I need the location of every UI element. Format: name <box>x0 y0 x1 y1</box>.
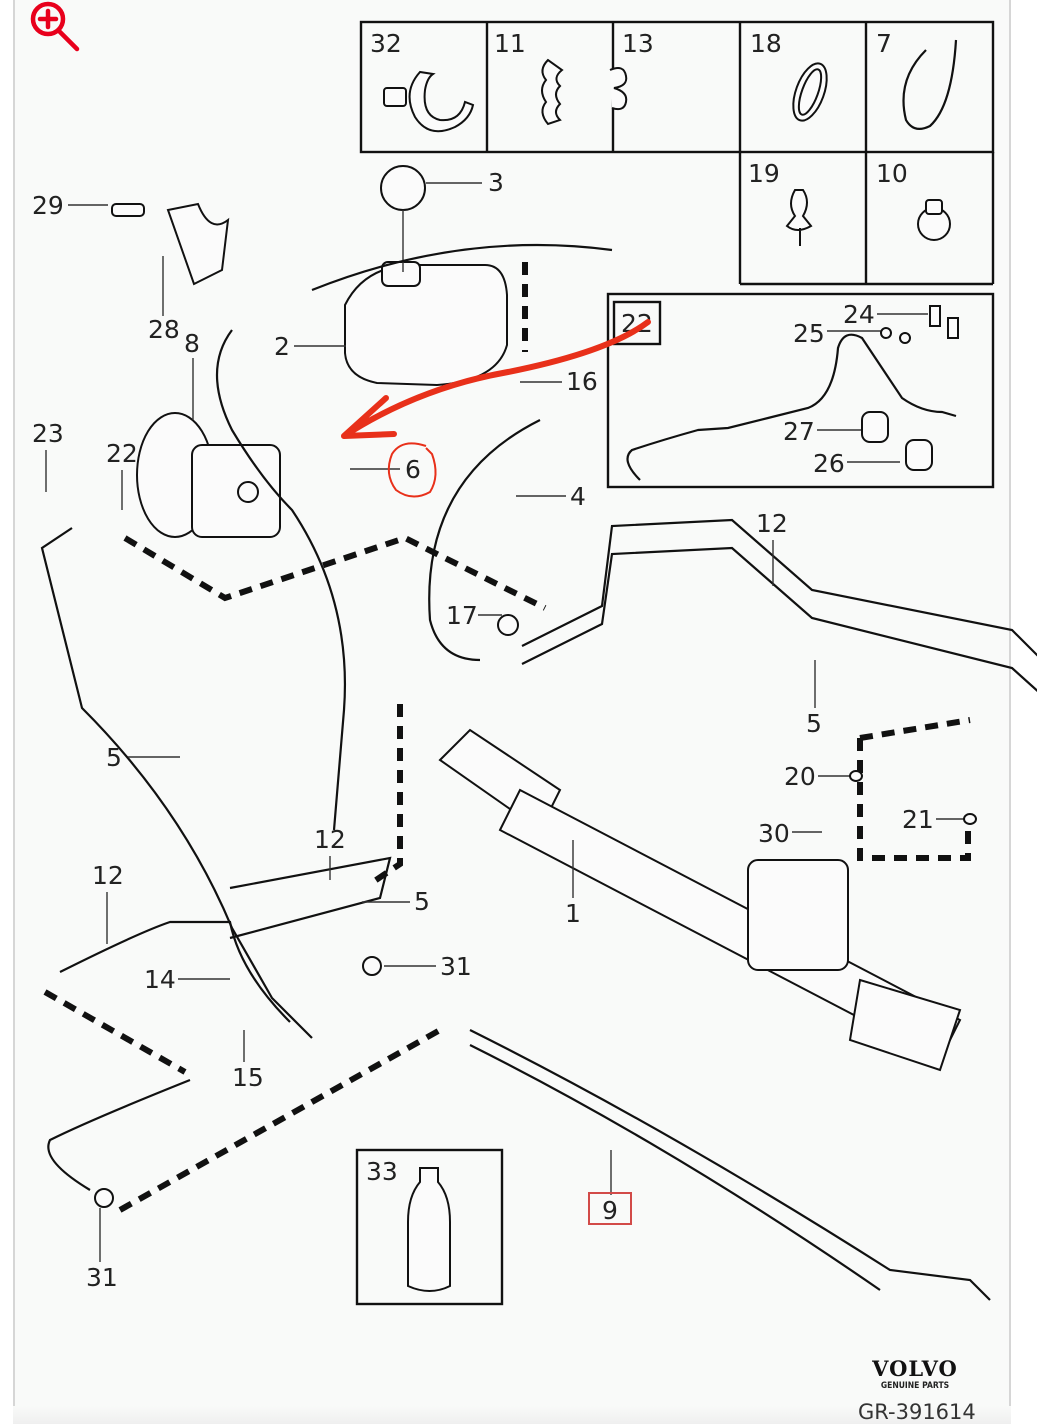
part-number: 11 <box>494 29 526 58</box>
cooler-9[interactable] <box>469 1029 991 1301</box>
part-number: 18 <box>750 29 782 58</box>
annotation-arrow <box>341 319 651 439</box>
part-number: 19 <box>748 159 780 188</box>
callout-27: 27 <box>783 417 815 446</box>
callouts: 3 29 28 8 2 16 23 22 6 4 17 12 5 20 21 3… <box>32 168 977 1292</box>
callout-24: 24 <box>843 300 875 329</box>
reservoir-cap-icon <box>380 165 426 211</box>
callout-21: 21 <box>902 805 934 834</box>
callout-31: 31 <box>86 1263 118 1292</box>
callout-22: 22 <box>106 439 138 468</box>
callout-23: 23 <box>32 419 64 448</box>
line-12-mid[interactable] <box>229 856 392 940</box>
clamp-icon <box>861 411 889 443</box>
inset-cell-13[interactable]: 13 <box>609 29 654 111</box>
inset-grid: 32 11 13 18 7 19 10 <box>359 20 995 286</box>
cable-tie-icon <box>902 39 958 131</box>
inset-cell-10[interactable]: 10 <box>876 159 951 241</box>
callout-20: 20 <box>784 762 816 791</box>
pressure-line-icon <box>626 333 957 481</box>
callout-6: 6 <box>405 455 421 484</box>
bracket-28 <box>111 202 230 286</box>
fluid-bottle-icon <box>407 1167 451 1292</box>
line-5-right[interactable] <box>521 546 1037 704</box>
inset-cell-19[interactable]: 19 <box>748 159 813 246</box>
callout-1: 1 <box>565 899 581 928</box>
bolt-icon <box>929 305 941 327</box>
zoom-in-button[interactable] <box>14 0 94 66</box>
zoom-in-icon <box>30 1 80 52</box>
callout-12: 12 <box>314 825 346 854</box>
callout-5: 5 <box>106 743 122 772</box>
callout-12: 12 <box>756 509 788 538</box>
hose-4[interactable] <box>428 419 541 662</box>
inset-33[interactable]: 33 <box>355 1148 504 1306</box>
pump[interactable] <box>136 412 281 538</box>
callout-28: 28 <box>148 315 180 344</box>
callout-15: 15 <box>232 1063 264 1092</box>
callout-2: 2 <box>274 332 290 361</box>
part-number: 33 <box>366 1157 398 1186</box>
hose-6[interactable] <box>216 329 347 831</box>
annotation-circle-6 <box>387 442 437 498</box>
part-number: 32 <box>370 29 402 58</box>
multi-clip-icon <box>541 58 564 126</box>
inset-cell-7[interactable]: 7 <box>876 29 958 131</box>
callout-31: 31 <box>440 952 472 981</box>
highlight-box-9 <box>588 1192 632 1225</box>
clip-bracket-icon <box>408 70 475 133</box>
inset-cell-11[interactable]: 11 <box>494 29 564 126</box>
part-number: 7 <box>876 29 892 58</box>
hose-return[interactable] <box>47 1078 191 1191</box>
callout-14: 14 <box>144 965 176 994</box>
callout-17: 17 <box>446 601 478 630</box>
bottom-edge <box>13 1406 1011 1424</box>
red-annotations <box>341 319 651 498</box>
callout-12: 12 <box>92 861 124 890</box>
push-clip-icon <box>785 189 813 246</box>
callout-5: 5 <box>414 887 430 916</box>
diagram-code: GR-391614 <box>858 1400 976 1424</box>
callout-16: 16 <box>566 367 598 396</box>
nut-icon <box>880 327 892 339</box>
callout-9[interactable]: 9 <box>602 1196 618 1225</box>
part-number: 13 <box>622 29 654 58</box>
callout-4: 4 <box>570 482 586 511</box>
reservoir[interactable] <box>344 165 508 387</box>
callout-5: 5 <box>806 709 822 738</box>
line-5-left[interactable] <box>40 527 313 1039</box>
hose-upper[interactable] <box>311 243 613 292</box>
volvo-logo: VOLVO GENUINE PARTS <box>840 1358 990 1392</box>
part-number: 10 <box>876 159 908 188</box>
brand-subtitle: GENUINE PARTS <box>880 1381 950 1391</box>
steering-rack[interactable] <box>438 728 962 1072</box>
spring-clip-icon <box>609 67 628 111</box>
inset-cell-32[interactable]: 32 <box>370 29 475 133</box>
line-12-right[interactable] <box>521 518 1037 720</box>
callout-25: 25 <box>793 319 825 348</box>
callout-3: 3 <box>488 168 504 197</box>
callout-29: 29 <box>32 191 64 220</box>
callout-30: 30 <box>758 819 790 848</box>
brand-name: VOLVO <box>872 1356 958 1381</box>
inset-22[interactable]: 22 24 25 27 26 <box>606 292 995 489</box>
callout-8: 8 <box>184 329 200 358</box>
line-12-left[interactable] <box>59 920 291 1023</box>
inset-cell-18[interactable]: 18 <box>750 29 833 125</box>
callout-26: 26 <box>813 449 845 478</box>
